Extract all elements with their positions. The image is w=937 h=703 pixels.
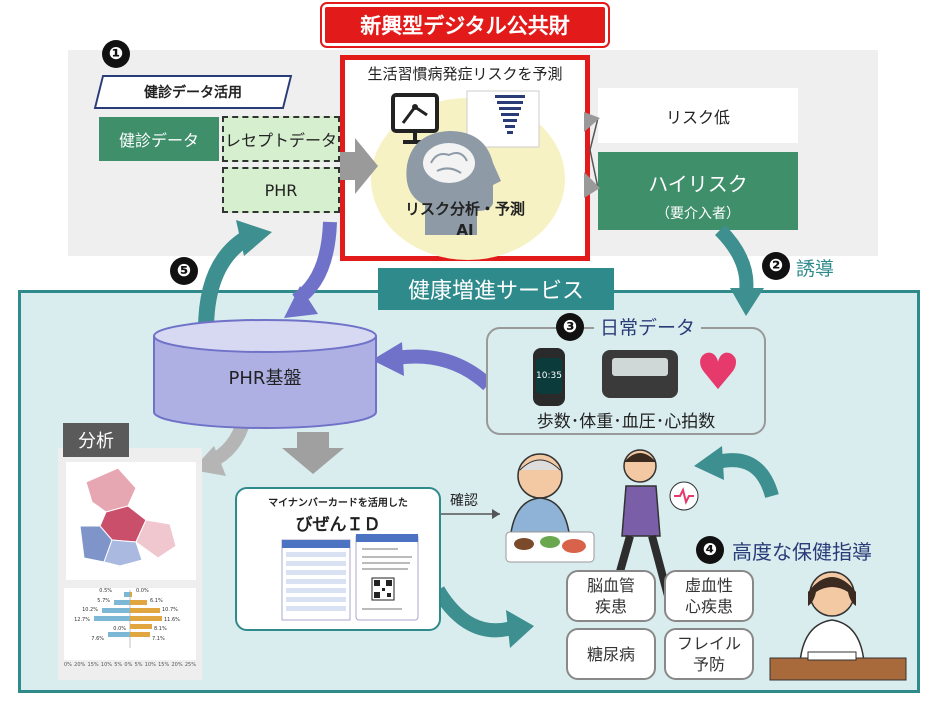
ai-illustration bbox=[391, 90, 540, 235]
smartwatch-icon: 10:35 bbox=[533, 348, 565, 406]
disease-card-diabetes: 糖尿病 bbox=[566, 628, 656, 680]
step-1-badge: ❶ bbox=[102, 40, 130, 68]
step-2-badge: ❷ bbox=[762, 252, 790, 280]
analysis-bar-chart bbox=[64, 588, 196, 660]
people-illustration bbox=[505, 449, 699, 602]
elderly-man-icon bbox=[509, 453, 571, 541]
receipt-data-box: レセプトデータ bbox=[222, 116, 340, 162]
low-risk-box: リスク低 bbox=[598, 88, 798, 143]
daily-data-arrow bbox=[394, 349, 493, 391]
blood-pressure-monitor-icon bbox=[602, 350, 678, 398]
analysis-title: 分析 bbox=[63, 423, 129, 457]
health-advisor-illustration bbox=[769, 571, 907, 681]
disease-card-cerebrovascular: 脳血管疾患 bbox=[566, 570, 656, 622]
phr-platform-label: PHR基盤 bbox=[228, 368, 302, 389]
population-pyramid bbox=[94, 590, 162, 648]
ai-head-brain-icon bbox=[406, 131, 501, 235]
input-arrow bbox=[340, 138, 378, 194]
high-risk-label: ハイリスク bbox=[648, 171, 748, 196]
risk-split-arrow-2 bbox=[584, 172, 600, 198]
guidance-label: 誘導 bbox=[796, 258, 835, 280]
high-risk-box: ハイリスク （要介入者） bbox=[598, 152, 798, 230]
disease-card-frailty-prevention: フレイル予防 bbox=[664, 628, 754, 680]
checkup-data-box: 健診データ bbox=[99, 117, 219, 161]
intervention-arrow bbox=[431, 586, 514, 638]
digital-public-goods-title: 新興型デジタル公共財 bbox=[320, 2, 610, 48]
smartwatch-time: 10:35 bbox=[536, 358, 562, 394]
analysis-map bbox=[66, 462, 196, 580]
bizen-id-label: びぜんＩＤ bbox=[295, 514, 381, 535]
heart-rate-icon: ♥ bbox=[695, 343, 741, 401]
ai-label-line2: AI bbox=[456, 221, 474, 239]
mynumber-caption: マイナンバーカードを活用した bbox=[268, 497, 408, 509]
high-risk-sublabel: （要介入者） bbox=[656, 206, 740, 222]
monitor-icon bbox=[391, 93, 439, 144]
daily-data-title: 日常データ bbox=[594, 313, 702, 340]
analysis-axis-ticks: 0%20%15%10%5%0%5%10%15%20%25% bbox=[64, 662, 196, 668]
step-5-badge: ❺ bbox=[170, 257, 198, 285]
meal-tray-icon bbox=[505, 531, 595, 563]
heartbeat-bubble-icon bbox=[669, 481, 699, 511]
confirm-label: 確認 bbox=[450, 493, 478, 509]
qr-code-icon bbox=[371, 577, 395, 601]
ai-label-line1: リスク分析・予測 bbox=[404, 199, 525, 218]
phr-box: PHR bbox=[222, 167, 340, 213]
risk-split-arrow bbox=[584, 112, 600, 132]
step-3-badge: ❸ bbox=[556, 313, 584, 341]
disease-card-ischemic-heart: 虚血性心疾患 bbox=[664, 570, 754, 622]
step-4-badge: ❹ bbox=[696, 536, 724, 564]
phr-platform-cylinder bbox=[153, 319, 377, 429]
id-arrow bbox=[282, 432, 344, 474]
coaching-arrow bbox=[716, 453, 779, 499]
ai-caption: 生活習慣病発症リスクを予測 bbox=[367, 64, 563, 83]
analysis-bar-values: 0.5%0.0% 5.7%6.1% 10.2%10.7% 12.7%11.6% … bbox=[74, 588, 180, 642]
risk-split-lines bbox=[589, 117, 599, 189]
daily-data-items: 歩数･体重･血圧･心拍数 bbox=[536, 411, 716, 432]
advanced-guidance-label: 高度な保健指導 bbox=[732, 540, 872, 564]
guidance-arrow bbox=[714, 225, 754, 293]
mini-bar-chart-icon bbox=[466, 90, 540, 148]
health-service-title: 健康増進サービス bbox=[378, 268, 614, 310]
bizen-id-app-screens bbox=[281, 534, 419, 621]
